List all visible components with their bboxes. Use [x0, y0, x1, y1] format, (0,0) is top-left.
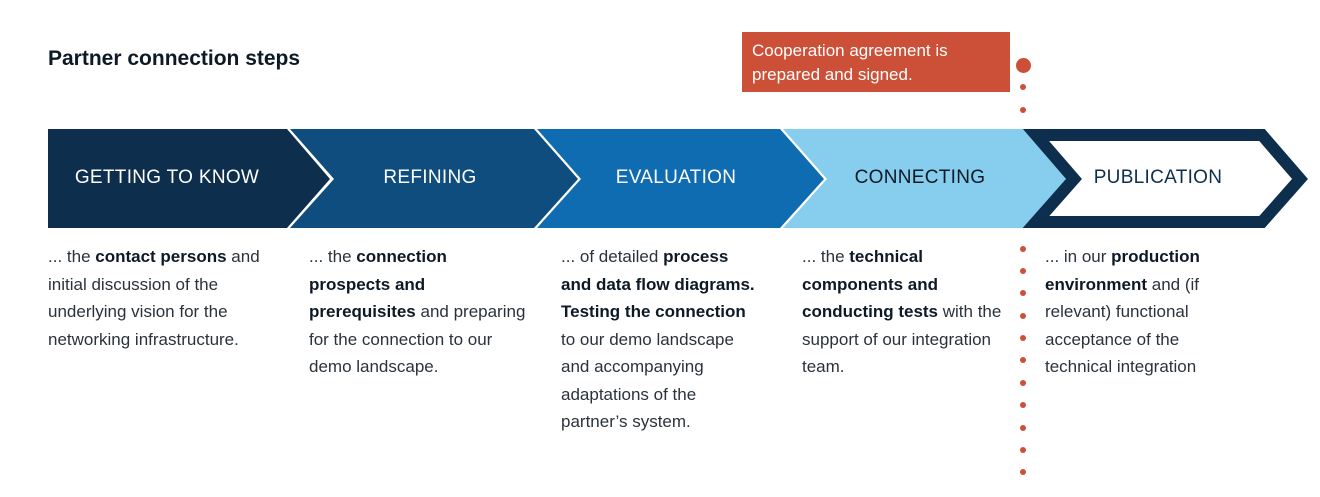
- description-run: and (if relevant) functional acceptance …: [1045, 274, 1200, 377]
- milestone-dot: [1020, 357, 1026, 363]
- description-run: with the support of our integration team…: [802, 302, 1002, 376]
- stage-4-label: CONNECTING: [854, 167, 986, 188]
- stage-3-label: EVALUATION: [615, 167, 737, 188]
- stage-5-description: ... in our production environment and (i…: [1045, 243, 1245, 381]
- milestone-dot: [1020, 107, 1026, 113]
- description-run: ... the: [802, 247, 850, 266]
- stage-2-chevron: [290, 129, 578, 228]
- description-run: ... the: [309, 247, 357, 266]
- stage-1-label: GETTING TO KNOW: [74, 167, 260, 188]
- stage-2-description: ... the connection prospects and prerequ…: [309, 243, 529, 381]
- stage-5-chevron: [1022, 129, 1308, 228]
- milestone-dot: [1020, 268, 1026, 274]
- milestone-dot: [1020, 246, 1026, 252]
- milestone-dot: [1020, 335, 1026, 341]
- milestone-dot: [1020, 425, 1026, 431]
- milestone-dot: [1020, 313, 1026, 319]
- milestone-dot: [1020, 380, 1026, 386]
- milestone-dot: [1020, 84, 1026, 90]
- milestone-dot: [1020, 469, 1026, 475]
- stage-4-description: ... the technical components and conduct…: [802, 243, 1002, 381]
- cooperation-callout: Cooperation agreement is prepared and si…: [742, 32, 1010, 92]
- description-run: production environment: [1045, 247, 1200, 294]
- stage-5-label: PUBLICATION: [1093, 167, 1223, 188]
- page-title: Partner connection steps: [48, 47, 301, 70]
- description-run: ... in our: [1045, 247, 1112, 266]
- description-run: technical components and conducting test…: [802, 247, 939, 321]
- stage-1-description: ... the contact persons and initial disc…: [48, 243, 280, 353]
- description-run: ... the: [48, 247, 96, 266]
- stage-1-chevron: [48, 129, 330, 228]
- stage-3-chevron: [537, 129, 824, 228]
- milestone-dot: [1020, 290, 1026, 296]
- milestone-marker-dot: [1016, 58, 1031, 73]
- stage-2-label: REFINING: [383, 167, 477, 188]
- stage-3-description: ... of detailed process and data flow di…: [561, 243, 761, 436]
- description-run: process and data flow diagrams. Testing …: [561, 247, 755, 321]
- milestone-dot: [1020, 402, 1026, 408]
- description-run: ... of detailed: [561, 247, 664, 266]
- description-run: to our demo landscape and accompanying a…: [561, 329, 734, 432]
- description-run: connection prospects and prerequisites: [309, 247, 447, 321]
- milestone-dot: [1020, 447, 1026, 453]
- description-run: and initial discussion of the underlying…: [48, 247, 260, 349]
- description-run: and preparing for the connection to our …: [309, 302, 526, 376]
- stage-4-chevron: [783, 129, 1070, 228]
- description-run: contact persons: [95, 247, 227, 266]
